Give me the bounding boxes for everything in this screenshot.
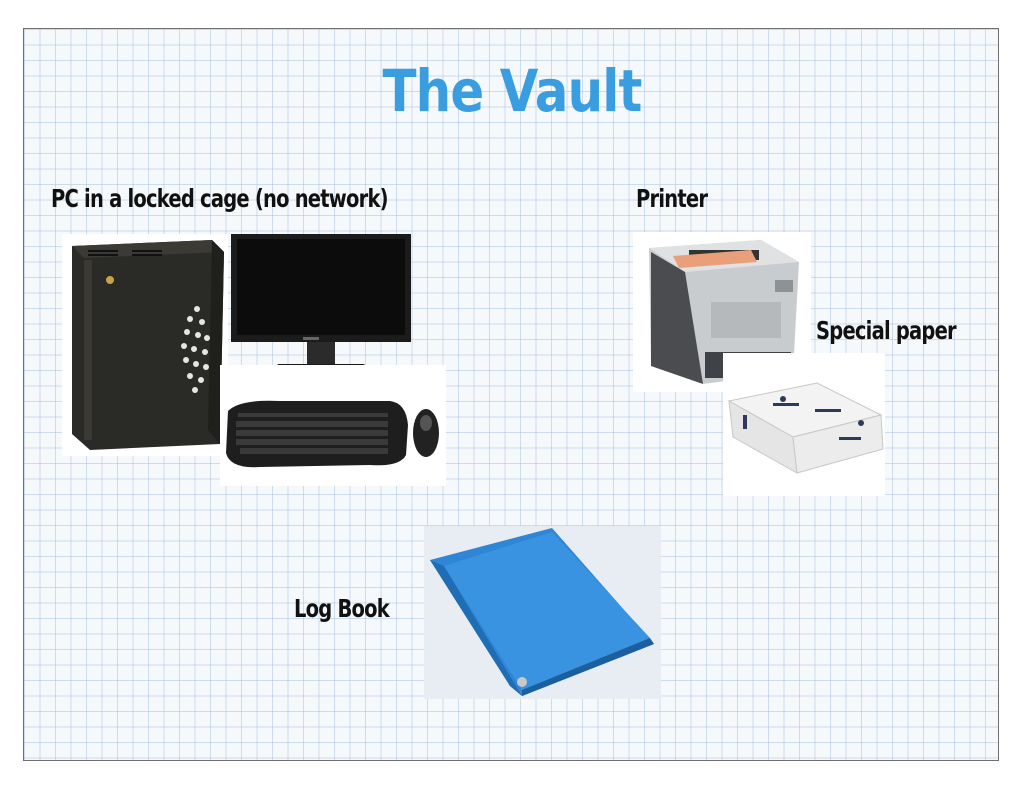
binder-image xyxy=(424,526,661,699)
paper-image xyxy=(723,353,885,496)
monitor-image xyxy=(229,234,411,382)
logbook-label: Log Book xyxy=(294,594,390,623)
pc-label: PC in a locked cage (no network) xyxy=(51,184,389,213)
pc-cage-image xyxy=(62,234,228,456)
printer-label: Printer xyxy=(636,184,708,213)
page-title: The Vault xyxy=(382,57,643,125)
paper-label: Special paper xyxy=(816,316,957,345)
slide: The Vault PC in a locked cage (no networ… xyxy=(23,28,999,761)
keyboard-mouse-image xyxy=(220,365,446,486)
